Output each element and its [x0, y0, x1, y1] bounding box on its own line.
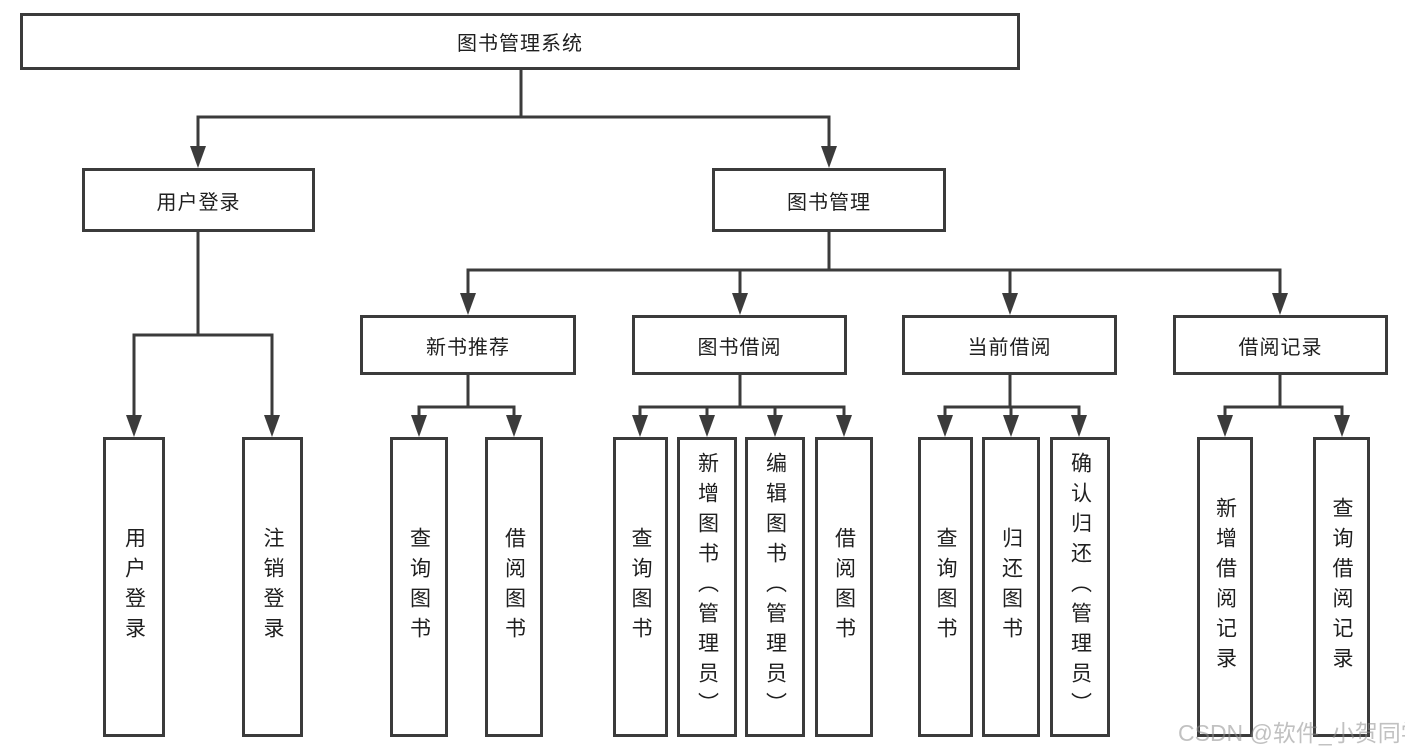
connector-user-login-to-leaves — [132, 232, 274, 417]
node-new-books: 新书推荐 — [360, 315, 576, 375]
node-user-login: 用户登录 — [82, 168, 315, 232]
leaf-borrow-books-2-label: 借阅图书 — [832, 527, 856, 647]
leaf-confirm-return-admin: 确认归还（管理员） — [1050, 437, 1110, 737]
leaf-user-login: 用户登录 — [103, 437, 165, 737]
leaf-query-borrow-record: 查询借阅记录 — [1313, 437, 1370, 737]
connector-current-borrow-to-leaves — [943, 375, 1081, 417]
leaf-query-books-1: 查询图书 — [390, 437, 448, 737]
arrowheads-new-books — [411, 415, 522, 437]
leaf-query-borrow-record-label: 查询借阅记录 — [1330, 497, 1353, 677]
node-book-borrow-label: 图书借阅 — [697, 336, 782, 359]
node-current-borrow: 当前借阅 — [902, 315, 1117, 375]
node-new-books-label: 新书推荐 — [426, 336, 510, 359]
leaf-user-login-label: 用户登录 — [122, 527, 146, 647]
leaf-logout-label: 注销登录 — [261, 527, 284, 647]
leaf-return-books: 归还图书 — [982, 437, 1040, 737]
leaf-query-books-3-label: 查询图书 — [934, 527, 957, 647]
leaf-borrow-books-1: 借阅图书 — [485, 437, 543, 737]
node-borrow-records-label: 借阅记录 — [1238, 336, 1323, 359]
connector-book-mgmt-to-level3 — [466, 232, 1282, 295]
node-root: 图书管理系统 — [20, 13, 1020, 70]
node-book-mgmt-label: 图书管理 — [787, 191, 871, 214]
leaf-add-books-admin: 新增图书（管理员） — [677, 437, 737, 737]
leaf-query-books-3: 查询图书 — [918, 437, 973, 737]
connector-book-borrow-to-leaves — [638, 375, 846, 417]
node-current-borrow-label: 当前借阅 — [967, 336, 1052, 359]
connector-root-to-level2 — [196, 70, 831, 148]
arrowheads-book-borrow — [632, 415, 852, 437]
leaf-confirm-return-admin-label: 确认归还（管理员） — [1068, 452, 1092, 722]
node-book-borrow: 图书借阅 — [632, 315, 847, 375]
leaf-borrow-books-2: 借阅图书 — [815, 437, 873, 737]
leaf-add-borrow-record-label: 新增借阅记录 — [1213, 497, 1237, 677]
leaf-query-books-2: 查询图书 — [613, 437, 668, 737]
leaf-query-books-1-label: 查询图书 — [407, 527, 431, 647]
csdn-watermark: CSDN @软件_小贺同学 — [1178, 720, 1405, 746]
leaf-query-books-2-label: 查询图书 — [629, 527, 652, 647]
leaf-add-borrow-record: 新增借阅记录 — [1197, 437, 1253, 737]
leaf-return-books-label: 归还图书 — [999, 527, 1023, 647]
leaf-logout: 注销登录 — [242, 437, 303, 737]
node-borrow-records: 借阅记录 — [1173, 315, 1388, 375]
leaf-borrow-books-1-label: 借阅图书 — [502, 527, 526, 647]
arrowheads-level3 — [460, 293, 1288, 315]
arrowheads-level2 — [190, 146, 837, 168]
node-root-label: 图书管理系统 — [457, 33, 583, 55]
arrowheads-borrow-records — [1217, 415, 1350, 437]
node-book-mgmt: 图书管理 — [712, 168, 946, 232]
leaf-edit-books-admin-label: 编辑图书（管理员） — [763, 452, 787, 722]
node-user-login-label: 用户登录 — [156, 191, 241, 214]
connector-new-books-to-leaves — [417, 375, 516, 417]
leaf-add-books-admin-label: 新增图书（管理员） — [695, 452, 719, 722]
arrowheads-current-borrow — [937, 415, 1087, 437]
leaf-edit-books-admin: 编辑图书（管理员） — [745, 437, 805, 737]
connector-borrow-records-to-leaves — [1223, 375, 1344, 417]
arrowheads-user-login — [126, 415, 280, 437]
